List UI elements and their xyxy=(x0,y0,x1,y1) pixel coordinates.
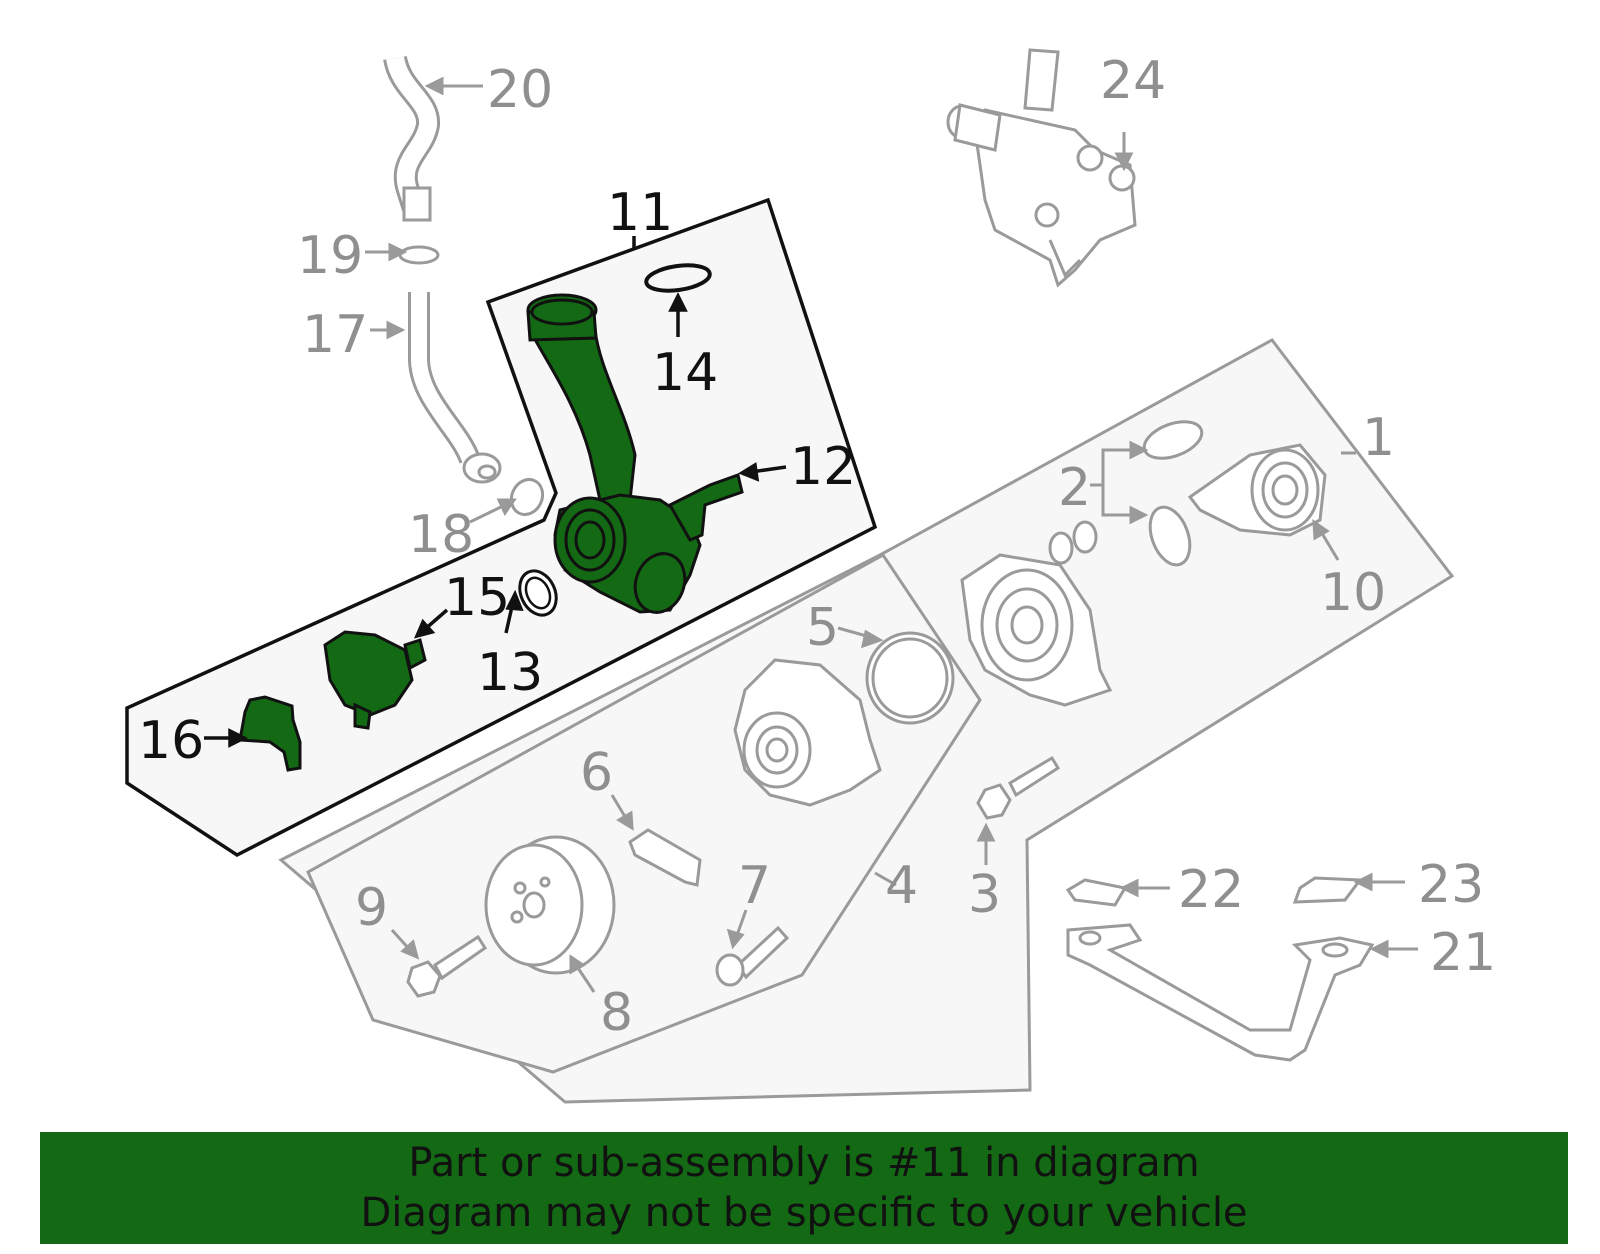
callout-10[interactable]: 10 xyxy=(1320,563,1386,623)
seal-2-lower xyxy=(1148,505,1192,567)
water-pump-body xyxy=(733,658,882,807)
callout-labels: 20 24 19 17 18 1 2 10 5 6 7 4 3 9 8 22 2… xyxy=(138,51,1496,1043)
banner-line-1: Part or sub-assembly is #11 in diagram xyxy=(408,1140,1200,1186)
callout-11[interactable]: 11 xyxy=(607,183,673,243)
callout-3[interactable]: 3 xyxy=(968,865,1001,925)
info-banner: Part or sub-assembly is #11 in diagram D… xyxy=(40,1132,1568,1244)
callout-20[interactable]: 20 xyxy=(487,60,553,120)
gray-leaders xyxy=(365,76,1418,993)
callout-6[interactable]: 6 xyxy=(580,743,613,803)
callout-4[interactable]: 4 xyxy=(885,856,918,916)
callout-9[interactable]: 9 xyxy=(355,878,388,938)
callout-18[interactable]: 18 xyxy=(408,505,474,565)
callout-8[interactable]: 8 xyxy=(600,983,633,1043)
gasket-23 xyxy=(1292,876,1363,904)
callout-12[interactable]: 12 xyxy=(790,437,856,497)
callout-16[interactable]: 16 xyxy=(138,711,204,771)
callout-7[interactable]: 7 xyxy=(738,856,771,916)
callout-22[interactable]: 22 xyxy=(1178,860,1244,920)
o-ring-13-inner xyxy=(524,576,552,610)
gasket-5-inner xyxy=(871,637,949,719)
clip-14 xyxy=(644,263,712,293)
hose-20 xyxy=(383,55,440,222)
thermostat-housing-11 xyxy=(526,293,744,614)
callout-21[interactable]: 21 xyxy=(1430,923,1496,983)
callout-23[interactable]: 23 xyxy=(1418,855,1484,915)
pulley-8 xyxy=(484,835,616,975)
bolt-7 xyxy=(715,925,790,987)
callout-5[interactable]: 5 xyxy=(806,598,839,658)
aux-pump-24 xyxy=(946,48,1137,288)
sensor-6 xyxy=(628,828,702,887)
callout-17[interactable]: 17 xyxy=(302,305,368,365)
gasket-22 xyxy=(1065,878,1128,907)
callout-13[interactable]: 13 xyxy=(477,643,543,703)
thermostat-housing-10 xyxy=(1187,443,1327,537)
bolt-3 xyxy=(976,755,1061,820)
callout-2[interactable]: 2 xyxy=(1058,458,1091,518)
assembly-11-panel xyxy=(125,197,878,858)
hose-17 xyxy=(408,292,502,484)
banner-line-2: Diagram may not be specific to your vehi… xyxy=(360,1190,1248,1236)
coolant-pipe-21 xyxy=(1066,923,1375,1062)
callout-19[interactable]: 19 xyxy=(297,226,363,286)
callout-15[interactable]: 15 xyxy=(444,568,510,628)
temp-sensor-15 xyxy=(323,630,427,730)
pump-housing xyxy=(960,520,1113,707)
callout-14[interactable]: 14 xyxy=(652,343,718,403)
callout-24[interactable]: 24 xyxy=(1100,51,1166,111)
bolt-9 xyxy=(406,934,488,998)
ring-19 xyxy=(398,245,440,265)
black-leaders xyxy=(204,236,787,748)
cap-18 xyxy=(509,477,545,517)
callout-1[interactable]: 1 xyxy=(1362,408,1395,468)
